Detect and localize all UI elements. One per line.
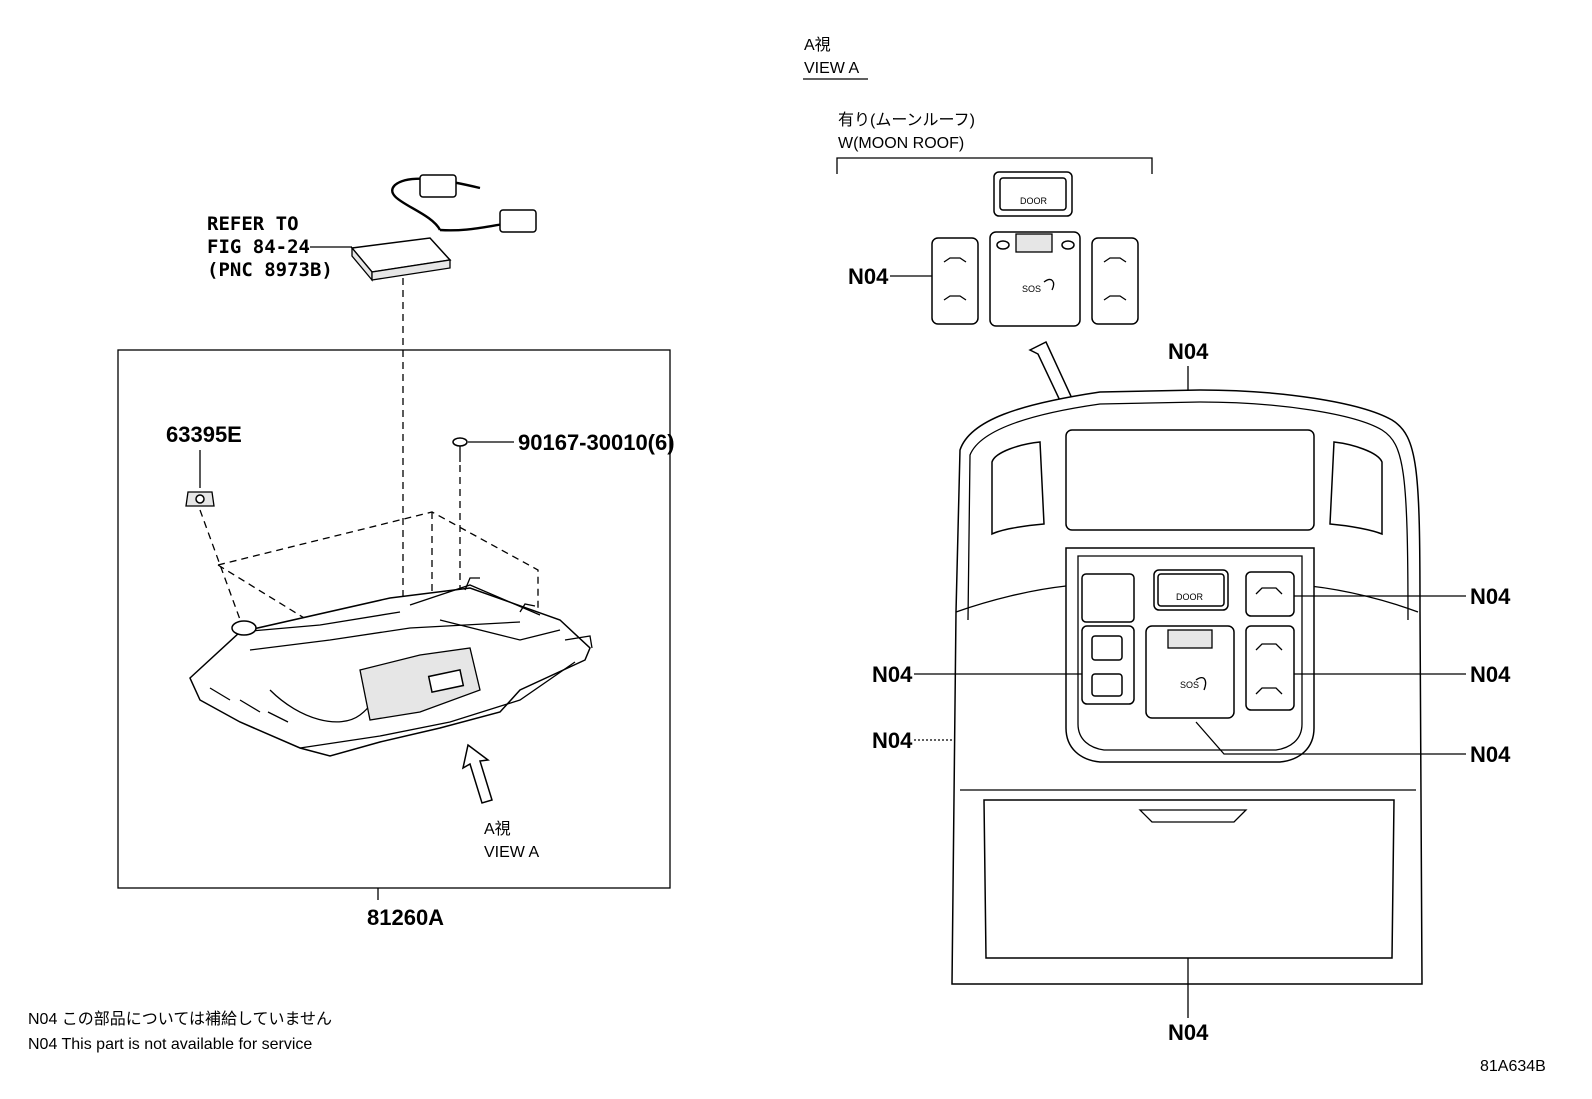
right-view: A視 VIEW A 有り(ムーンルーフ) W(MOON ROOF) DOOR S… [803, 36, 1511, 1045]
refer-line-3: (PNC 8973B) [207, 259, 333, 281]
left-view-jp: A視 [484, 820, 511, 838]
note-jp: N04 この部品については補給していません [28, 1010, 332, 1028]
callout-n04-left-2: N04 [872, 728, 913, 753]
refer-line-1: REFER TO [207, 213, 299, 235]
refer-line-2: FIG 84-24 [207, 236, 310, 258]
right-view-en: VIEW A [804, 60, 859, 77]
part-clip-label: 63395E [166, 422, 242, 447]
variant-jp: 有り(ムーンルーフ) [838, 111, 975, 129]
part-screw-label: 90167-30010(6) [518, 430, 675, 455]
moonroof-switch-cluster: DOOR SOS [931, 171, 1139, 327]
harness-module [350, 174, 537, 282]
assembly-frame [117, 349, 671, 889]
overhead-console: DOOR SOS [951, 389, 1423, 985]
part-assembly-label: 81260A [367, 905, 444, 930]
variant-en: W(MOON ROOF) [838, 135, 964, 152]
console-assembly [189, 577, 593, 757]
left-view-en: VIEW A [484, 844, 539, 861]
callout-n04-right-3: N04 [1470, 742, 1511, 767]
figure-id: 81A634B [1480, 1058, 1546, 1075]
callout-n04-bottom: N04 [1168, 1020, 1209, 1045]
cluster-door-label: DOOR [1020, 196, 1048, 206]
view-a-arrow [461, 743, 493, 804]
callout-n04-top: N04 [1168, 339, 1209, 364]
cluster-sos-label: SOS [1022, 284, 1041, 294]
callout-n04-cluster: N04 [848, 264, 889, 289]
console-sos-label: SOS [1180, 680, 1199, 690]
clip-part [185, 491, 215, 507]
callout-n04-right-1: N04 [1470, 584, 1511, 609]
callout-n04-left-1: N04 [872, 662, 913, 687]
notes: N04 この部品については補給していません N04 This part is n… [28, 1010, 332, 1053]
console-door-label: DOOR [1176, 592, 1204, 602]
note-en: N04 This part is not available for servi… [28, 1036, 312, 1053]
screw-part [452, 437, 468, 462]
callout-n04-right-2: N04 [1470, 662, 1511, 687]
left-assembly: REFER TO FIG 84-24 (PNC 8973B) 63395E 90… [117, 174, 675, 930]
right-view-jp: A視 [804, 36, 831, 54]
